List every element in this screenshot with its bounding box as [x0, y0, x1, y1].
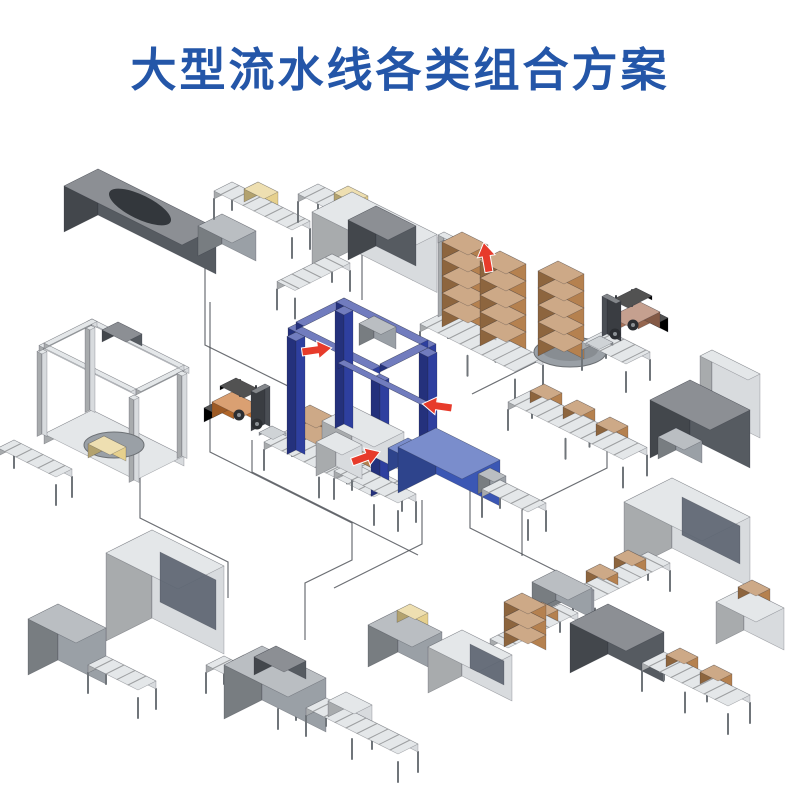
- machine-case-erector: [276, 183, 438, 320]
- forklift-right: [585, 287, 669, 350]
- cluster-bottom-middle: [367, 569, 593, 702]
- machine-flow-wrapper: [63, 168, 311, 275]
- machine-strapping: [315, 427, 547, 541]
- machine-case-packer-right: [545, 477, 751, 630]
- page-title: 大型流水线各类组合方案: [130, 44, 670, 96]
- line-bottom-right: [569, 579, 785, 735]
- machine-bottom-center: [223, 645, 419, 783]
- conveyor-line-right: [507, 349, 761, 489]
- machine-pallet-wrapper: [0, 318, 190, 506]
- highlight-arrows: [300, 241, 497, 467]
- gantry-palletizer: [286, 297, 438, 497]
